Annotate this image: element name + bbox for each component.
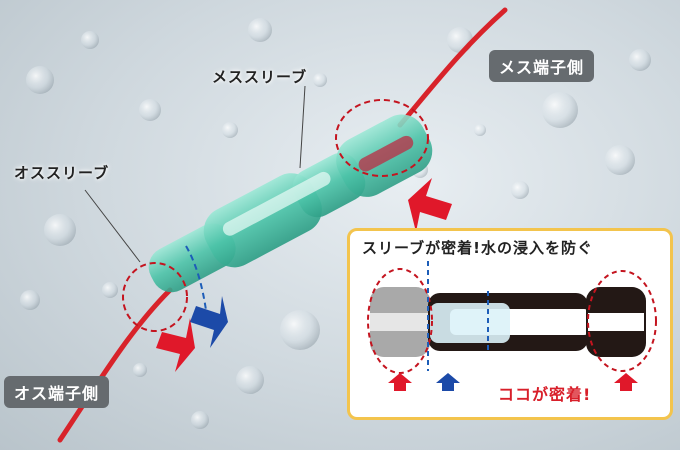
male-end-highlight <box>122 262 188 332</box>
male-sleeve-label: オススリーブ <box>14 164 110 182</box>
female-end-highlight <box>335 99 429 177</box>
male-sleeve-leader <box>84 189 141 263</box>
arrow-red-female <box>408 178 452 232</box>
sleeve-assembly <box>148 114 433 293</box>
female-sleeve-leader <box>299 85 306 169</box>
cross-section-diagram <box>367 261 657 391</box>
water-droplets <box>20 18 651 429</box>
red-wire <box>57 7 508 443</box>
seal-diagram-inset: スリーブが密着!水の浸入を防ぐ ココが密着! <box>347 228 673 420</box>
inset-title: スリーブが密着!水の浸入を防ぐ <box>362 239 593 257</box>
arrow-blue-male <box>190 296 228 348</box>
female-side-badge: メス端子側 <box>489 50 595 82</box>
arrow-red-male <box>156 318 195 372</box>
inset-callout: ココが密着! <box>498 385 592 404</box>
male-side-badge: オス端子側 <box>4 376 110 408</box>
female-sleeve-label: メススリーブ <box>212 68 308 86</box>
